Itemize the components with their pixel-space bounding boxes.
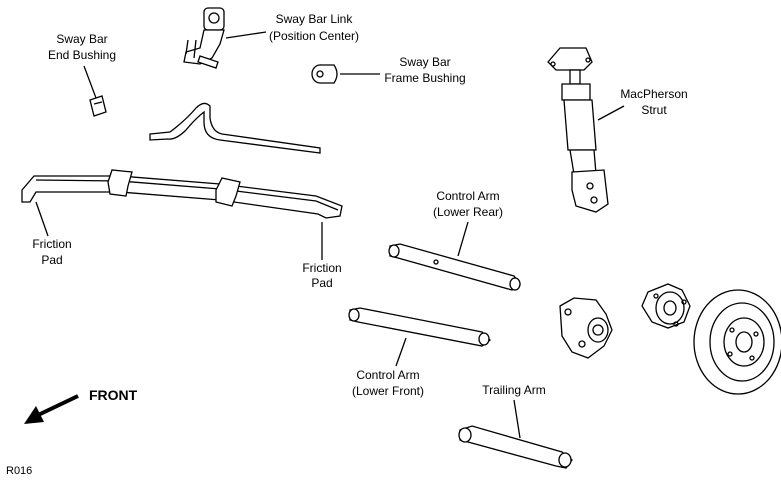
macpherson-strut-label-line1: MacPherson — [620, 87, 687, 101]
sway-bar-frame-bushing-label-line2: Frame Bushing — [384, 71, 465, 85]
sway-bar-link-label-line2: (Position Center) — [269, 29, 359, 43]
sway-bar-end-bushing-label-line1: Sway Bar — [56, 32, 107, 46]
sway-bar-frame-bushing-label-line1: Sway Bar — [399, 55, 450, 69]
friction-pad-left-label-line1: Friction — [32, 237, 71, 251]
sway-bar-end-bushing-part — [89, 95, 107, 117]
front-label: FRONT — [89, 387, 138, 403]
control-arm-lower-front-part — [348, 307, 491, 347]
sway-bar-part — [149, 102, 321, 154]
control-arm-lower-rear-label-line1: Control Arm — [436, 189, 499, 203]
front-direction-arrow — [24, 394, 79, 424]
control-arm-lower-front-label-line2: (Lower Front) — [352, 384, 424, 398]
control-arm-lower-front-label-line1: Control Arm — [356, 368, 419, 382]
leaf-spring-part — [21, 169, 343, 219]
macpherson-strut-label-line2: Strut — [641, 103, 667, 117]
sway-bar-end-bushing-label-line2: End Bushing — [48, 48, 116, 62]
friction-pad-left-label-line2: Pad — [41, 253, 62, 267]
wheel-hub-part — [641, 283, 691, 329]
trailing-arm-leader — [513, 399, 521, 439]
macpherson-strut-leader — [597, 105, 625, 121]
trailing-arm-label: Trailing Arm — [482, 383, 546, 397]
control-arm-lower-rear-part — [388, 243, 521, 291]
sway-bar-frame-bushing-part — [311, 64, 338, 84]
sway-bar-link-leader — [225, 31, 267, 39]
brake-rotor-part — [693, 289, 781, 395]
sway-bar-end-bushing-leader — [83, 65, 97, 99]
sway-bar-link-label-line1: Sway Bar Link — [276, 12, 354, 26]
friction-pad-right-label-line1: Friction — [302, 261, 341, 275]
figure-code: R016 — [6, 465, 32, 477]
control-arm-lower-front-leader — [395, 337, 407, 367]
friction-pad-right-label-line2: Pad — [311, 276, 332, 290]
sway-bar-link-part — [183, 7, 225, 69]
macpherson-strut-part — [547, 47, 609, 213]
trailing-arm-part — [458, 425, 573, 469]
control-arm-lower-rear-label-line2: (Lower Rear) — [433, 205, 503, 219]
friction-pad-left-leader — [35, 201, 49, 237]
steering-knuckle-part — [559, 297, 613, 359]
control-arm-lower-rear-leader — [457, 221, 469, 257]
